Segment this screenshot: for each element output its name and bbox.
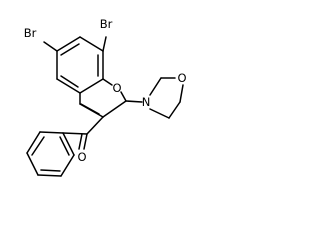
atom-n-morpholine: N xyxy=(142,95,151,109)
atom-o-pyran: O xyxy=(112,81,121,95)
phenyl-ring xyxy=(26,131,75,177)
chemical-structure: Br Br O N O O xyxy=(24,17,187,177)
atom-o-carbonyl: O xyxy=(77,150,86,164)
benzoyl-group xyxy=(62,116,104,150)
bond-c6-br xyxy=(43,41,58,52)
bond-c8-br xyxy=(102,36,107,52)
atom-o-morpholine: O xyxy=(177,71,186,85)
atom-br-8: Br xyxy=(100,17,113,31)
pyran-ring xyxy=(79,78,127,118)
morpholine-ring xyxy=(125,77,184,119)
atom-br-6: Br xyxy=(24,26,37,40)
benzo-ring xyxy=(56,36,104,94)
